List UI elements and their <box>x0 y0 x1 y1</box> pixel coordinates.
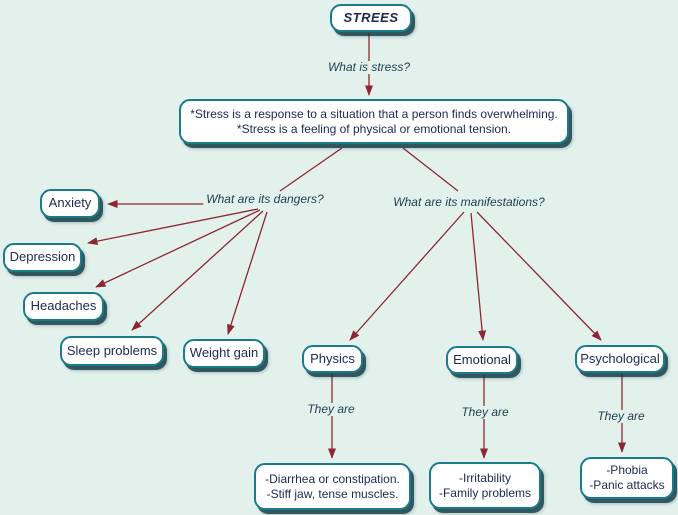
arrow-to-headaches <box>95 209 261 288</box>
emotional-symptom-line-1: -Irritability <box>458 470 511 485</box>
edge-label-what-is-stress: What is stress? <box>324 60 414 75</box>
edge-label-they-are-physics: They are <box>304 402 358 417</box>
psychological-symptom-line-2: -Panic attacks <box>589 478 665 492</box>
node-headaches[interactable]: Headaches <box>23 292 104 321</box>
node-depression[interactable]: Depression <box>3 243 82 272</box>
line-definition-to-manifestations <box>402 147 459 192</box>
arrow-to-physics <box>349 211 465 341</box>
node-weight-gain[interactable]: Weight gain <box>183 339 265 368</box>
physics-symptom-line-1: -Diarrhea or constipation. <box>265 471 400 486</box>
node-sleep-problems[interactable]: Sleep problems <box>60 336 164 366</box>
arrow-to-sleep-problems <box>131 210 264 331</box>
physics-symptom-line-2: -Stiff jaw, tense muscles. <box>266 486 399 501</box>
node-anxiety[interactable]: Anxiety <box>40 189 100 218</box>
node-emotional[interactable]: Emotional <box>446 346 518 374</box>
arrow-to-emotional <box>470 212 487 341</box>
node-stress-definition[interactable]: *Stress is a response to a situation tha… <box>179 99 569 144</box>
node-psychological[interactable]: Psychological <box>575 345 665 373</box>
edge-label-dangers: What are its dangers? <box>203 192 327 207</box>
line-definition-to-dangers <box>279 147 343 192</box>
node-physics[interactable]: Physics <box>302 345 363 373</box>
edge-label-manifestations: What are its manifestations? <box>390 195 548 210</box>
node-emotional-symptoms[interactable]: -Irritability -Family problems <box>429 462 541 509</box>
emotional-symptom-line-2: -Family problems <box>438 485 531 500</box>
arrow-to-depression <box>87 208 259 246</box>
definition-line-1: *Stress is a response to a situation tha… <box>190 106 558 121</box>
node-physics-symptoms[interactable]: -Diarrhea or constipation. -Stiff jaw, t… <box>254 463 411 510</box>
definition-line-2: *Stress is a feeling of physical or emot… <box>236 121 512 136</box>
edge-label-they-are-psychological: They are <box>594 409 648 424</box>
psychological-symptom-line-1: -Phobia <box>606 463 648 477</box>
arrow-to-psychological <box>476 211 602 341</box>
node-stress-root[interactable]: STREES <box>330 4 412 32</box>
arrow-to-weight-gain <box>227 211 268 335</box>
node-psychological-symptoms[interactable]: -Phobia -Panic attacks <box>580 457 674 499</box>
edge-label-they-are-emotional: They are <box>458 405 512 420</box>
